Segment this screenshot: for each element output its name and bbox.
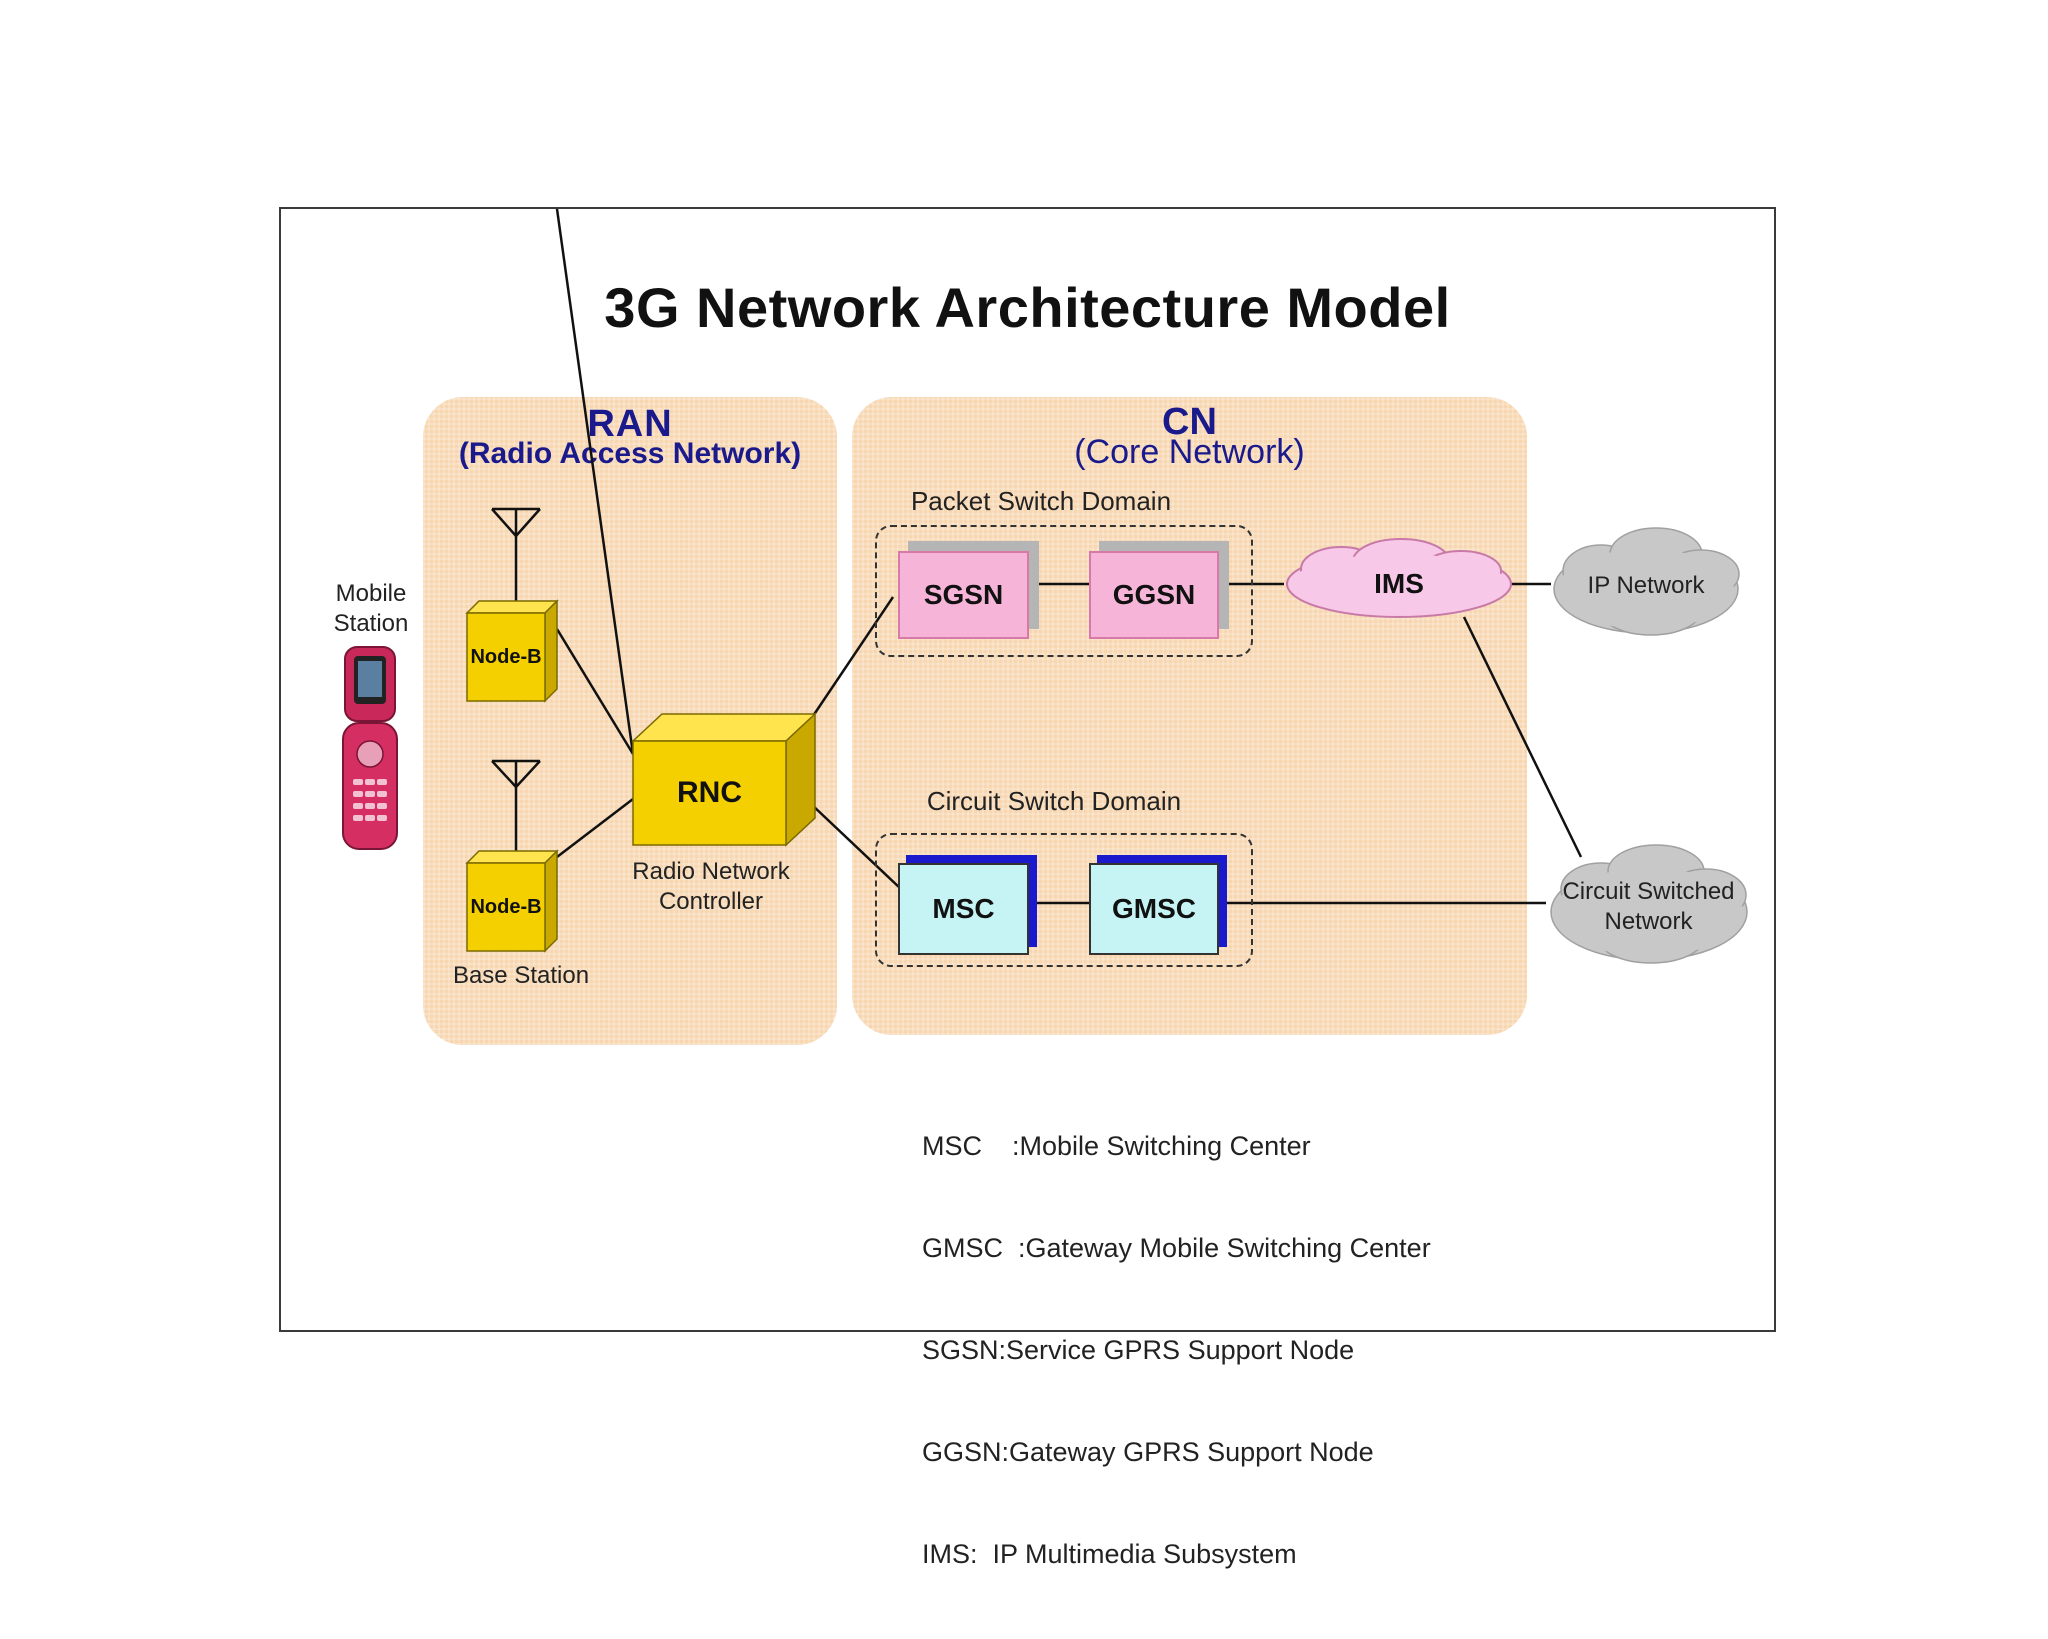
packet-domain-label: Packet Switch Domain (910, 486, 1172, 516)
diagram-frame: 3G Network Architecture Model RAN (Radio… (279, 207, 1776, 1569)
ip-network-label: IP Network (1587, 572, 1705, 599)
msc-node: MSC (898, 863, 1029, 955)
link-rnc-sgsn (809, 596, 895, 720)
link-rnc-msc (810, 803, 902, 890)
circuit-domain-label: Circuit Switch Domain (926, 786, 1182, 816)
cloud-icon (1550, 844, 1748, 964)
link-nodeb-top-rnc (555, 209, 635, 755)
antenna-icon (491, 759, 541, 854)
circuit-domain-box (875, 833, 1253, 967)
rnc-cube (631, 712, 817, 847)
node-b-top: Node-B (470, 645, 542, 668)
link-ims-circuit (1462, 616, 1583, 858)
link-nodeb1-rnc (555, 628, 635, 755)
legend-item: MSC :Mobile Switching Center (922, 1131, 1311, 1161)
ran-subtitle: (Radio Access Network) (458, 437, 802, 470)
rnc-caption: Radio Network Controller (632, 858, 790, 915)
diagram-title: 3G Network Architecture Model (604, 276, 1451, 339)
abbreviation-legend: MSC :Mobile Switching Center GMSC :Gatew… (922, 1061, 1431, 1639)
packet-domain-box (875, 525, 1253, 657)
rnc-node: RNC (677, 776, 742, 809)
legend-item: GMSC :Gateway Mobile Switching Center (922, 1233, 1431, 1263)
gmsc-node: GMSC (1089, 863, 1219, 955)
node-b-bottom: Node-B (470, 895, 542, 918)
circuit-network-label: Circuit Switched Network (1562, 878, 1735, 935)
cloud-icon (1553, 527, 1740, 636)
mobile-phone-icon (342, 646, 398, 850)
legend-item: GGSN:Gateway GPRS Support Node (922, 1437, 1374, 1467)
mobile-station-label: Mobile Station (333, 580, 409, 637)
ims-node: IMS (1374, 568, 1424, 599)
base-station-label: Base Station (452, 962, 590, 989)
sgsn-node: SGSN (898, 551, 1029, 639)
node-b-top-cube (465, 599, 559, 703)
antenna-icon (491, 507, 541, 605)
cn-subtitle: (Core Network) (1074, 433, 1305, 471)
ran-title: RAN (587, 403, 673, 445)
node-b-bottom-cube (465, 849, 559, 953)
ims-cloud (1286, 538, 1512, 618)
legend-item: SGSN:Service GPRS Support Node (922, 1335, 1355, 1365)
ggsn-node: GGSN (1089, 551, 1219, 639)
link-nodeb2-rnc (556, 798, 634, 858)
cn-title: CN (1162, 401, 1217, 443)
legend-item: IMS: IP Multimedia Subsystem (922, 1539, 1297, 1569)
diagram-graphics (342, 209, 1748, 964)
